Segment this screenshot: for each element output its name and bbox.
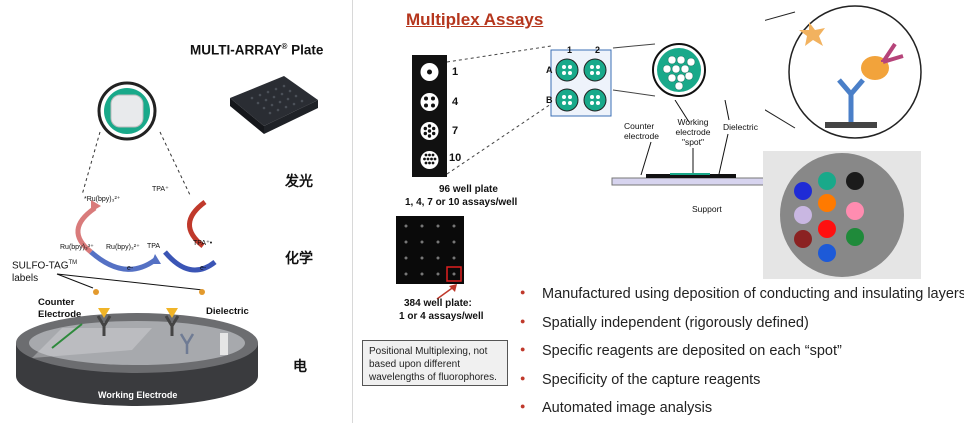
- bullet-item: Specificity of the capture reagents: [520, 372, 964, 401]
- cn-label-electric: 电: [293, 359, 307, 375]
- ecl-diagram-panel: MULTI-ARRAY® Plate *Ru(bpy)₃²⁺ TPA⁺ Ru(b…: [0, 0, 352, 423]
- working-electrode-caption: Working electrode "spot": [675, 117, 711, 147]
- zoom-connectors: [447, 45, 552, 175]
- spot-count-1: 1: [452, 66, 459, 78]
- panel-divider: [352, 0, 353, 423]
- antibody-sandwich-zoom: [765, 5, 922, 139]
- zoom-dashed-lines: [81, 131, 191, 196]
- plate-title-suffix: Plate: [287, 42, 324, 58]
- bullet-item: Spatially independent (rigorously define…: [520, 315, 964, 344]
- sulfo-tag-label: SULFO-TAGTM: [12, 260, 77, 271]
- grid-row-a: A: [546, 65, 553, 75]
- plate384-line2: 1 or 4 assays/well: [399, 311, 484, 322]
- well-detail-icon: [652, 43, 706, 97]
- cn-label-luminescence: 发光: [285, 174, 313, 190]
- spot-image-frame: [763, 151, 921, 279]
- counter-electrode-caption: Counter electrode: [624, 121, 659, 141]
- feature-bullet-list: Manufactured using deposition of conduct…: [520, 286, 964, 423]
- ru-excited-label: *Ru(bpy)₃²⁺: [84, 196, 121, 203]
- plate-title: MULTI-ARRAY® Plate: [190, 42, 323, 58]
- electrode-disc: [16, 289, 258, 406]
- well-zoom-lines: [612, 43, 656, 97]
- cn-label-chemistry: 化学: [285, 251, 313, 267]
- tpa-label: TPA: [147, 243, 161, 250]
- plate384-image: [396, 216, 464, 284]
- ru-2plus-label: Ru(bpy)₃²⁺: [106, 244, 140, 251]
- spot-pattern-strip: [412, 55, 447, 177]
- spot-count-7: 7: [452, 125, 459, 137]
- positional-multiplex-note: Positional Multiplexing, not based upon …: [362, 340, 508, 386]
- multi-array-plate-image: [230, 76, 318, 134]
- cross-section-pointers: [640, 100, 730, 176]
- working-electrode-label: Working Electrode: [98, 390, 178, 400]
- spot-pattern-icons: [420, 63, 439, 169]
- electron-label-2: e-: [200, 265, 207, 272]
- support-caption: Support: [692, 204, 722, 214]
- spot-count-4: 4: [452, 96, 459, 108]
- dielectric-caption: Dielectric: [723, 122, 758, 132]
- counter-electrode-label-2: Electrode: [38, 309, 82, 320]
- grid-row-b: B: [546, 95, 553, 105]
- section-title: Multiplex Assays: [406, 10, 544, 29]
- tpa-radical-label: TPA⁺•: [193, 240, 213, 247]
- electrode-cross-section: [611, 173, 767, 186]
- ecl-reaction-cycle: [75, 199, 217, 273]
- bullet-item: Manufactured using deposition of conduct…: [520, 286, 964, 315]
- plate384-arrow: [436, 284, 457, 300]
- plate384-line1: 384 well plate:: [404, 298, 472, 309]
- counter-electrode-label: Counter: [38, 297, 75, 308]
- plate-title-text: MULTI-ARRAY: [190, 42, 282, 58]
- sulfo-tag-suffix: labels: [12, 273, 39, 284]
- grid-col-2: 2: [595, 45, 601, 55]
- ru-3plus-label: Ru(bpy)₃³⁺: [60, 244, 94, 251]
- dielectric-label: Dielectric: [206, 306, 249, 317]
- bullet-item: Automated image analysis: [520, 400, 964, 423]
- sulfo-tag-text: SULFO-TAG: [12, 260, 69, 272]
- bullet-item: Specific reagents are deposited on each …: [520, 343, 964, 372]
- plate96-line1: 96 well plate: [439, 184, 498, 195]
- multiplex-panel: Multiplex Assays 1 4 7 10 96 well plate …: [353, 0, 964, 423]
- sulfo-tag-arrows: [56, 273, 204, 291]
- plate96-line2: 1, 4, 7 or 10 assays/well: [405, 197, 518, 208]
- plate384-wells: [404, 224, 462, 282]
- grid-col-1: 1: [567, 45, 573, 55]
- plate-title-sup: ®: [281, 42, 288, 51]
- electron-label-1: e-: [127, 265, 134, 272]
- well-grid-2x2: [550, 49, 612, 117]
- tpa-plus-label: TPA⁺: [152, 186, 169, 193]
- spot-count-10: 10: [449, 152, 462, 164]
- spot-image: [780, 153, 904, 277]
- sulfo-tag-sup: TM: [68, 260, 78, 266]
- well-zoom-icon: [97, 81, 157, 141]
